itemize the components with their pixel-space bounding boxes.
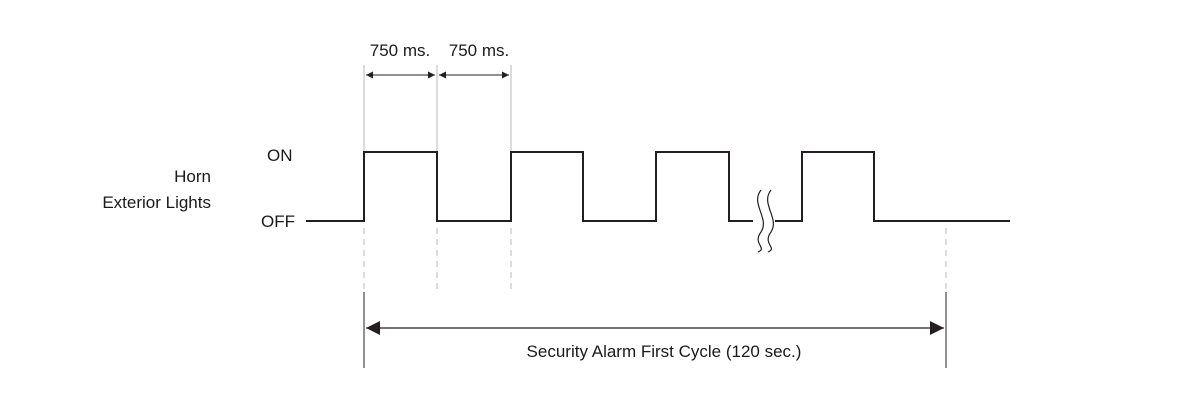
break-curve-1 [757, 189, 764, 253]
lower-guide-lines [363, 228, 947, 290]
signal-label-exterior-lights: Exterior Lights [102, 193, 211, 212]
upper-guide-lines [363, 65, 512, 152]
signal-label-horn: Horn [174, 167, 211, 186]
cycle-label: Security Alarm First Cycle (120 sec.) [527, 342, 802, 361]
interval-label-2: 750 ms. [449, 41, 509, 60]
waveform-right [775, 151, 1010, 222]
state-label-on: ON [267, 146, 293, 165]
waveform-left [306, 151, 753, 222]
cycle-boundaries [363, 292, 947, 368]
interval-label-1: 750 ms. [370, 41, 430, 60]
break-curve-2 [767, 189, 774, 253]
state-label-off: OFF [261, 212, 295, 231]
break-symbol [757, 189, 774, 253]
